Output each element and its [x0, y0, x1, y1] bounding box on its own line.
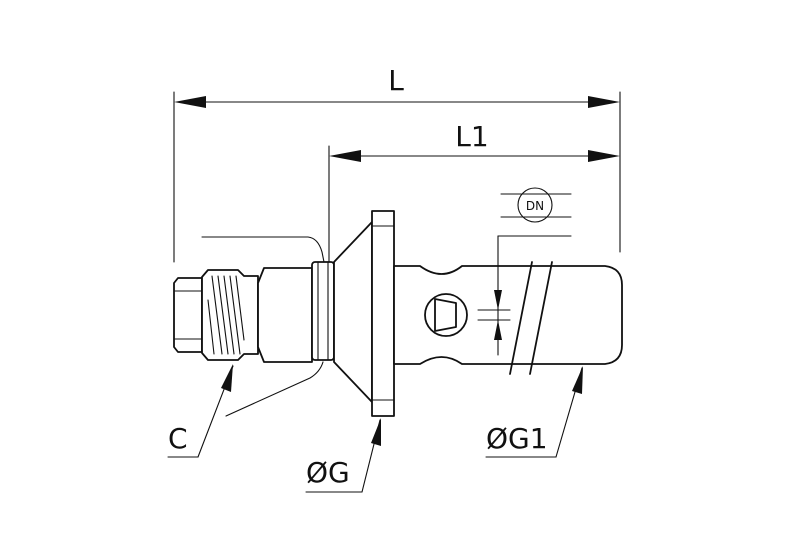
arrowhead-left-icon: [174, 96, 206, 108]
dn-arrow-up-icon: [494, 320, 502, 340]
leader-g: ØG: [305, 418, 381, 493]
nipple-section: [173, 261, 335, 363]
tube-body: [393, 265, 623, 365]
label-l1: L1: [455, 120, 488, 153]
hidden-contour-bottom: [225, 361, 324, 417]
dimension-l1: L1: [328, 120, 620, 263]
arrowhead-l1-right-icon: [588, 150, 620, 162]
leader-c: C: [167, 364, 234, 458]
label-g: ØG: [306, 456, 350, 489]
label-c: C: [168, 422, 188, 455]
thread-lines: [207, 275, 245, 355]
leader-g-arrow-icon: [371, 418, 381, 446]
thread-body: [201, 269, 259, 361]
break-line-b: [529, 261, 553, 375]
hole-square-icon: [434, 298, 457, 332]
break-spacer: [531, 258, 532, 259]
flange-cone: [333, 221, 373, 403]
leader-g1: ØG1: [485, 366, 583, 458]
break-line-a: [509, 261, 533, 375]
flange: [333, 210, 395, 417]
label-dn: DN: [526, 199, 544, 213]
leader-c-arrow-icon: [221, 364, 233, 392]
label-g1: ØG1: [486, 422, 548, 455]
nipple-nose: [173, 277, 203, 353]
collar: [311, 261, 335, 361]
tube-section: [393, 258, 623, 375]
dn-arrow-down-icon: [494, 290, 502, 310]
hidden-contour-top: [201, 236, 325, 263]
leader-g1-arrow-icon: [572, 366, 583, 394]
dimension-l: L: [173, 64, 621, 263]
flange-disc: [371, 210, 395, 417]
arrowhead-right-icon: [588, 96, 620, 108]
shank: [257, 267, 313, 363]
dn-circle-icon: [517, 187, 553, 223]
label-l: L: [388, 64, 404, 97]
dn-callout: DN: [477, 187, 572, 356]
arrowhead-l1-left-icon: [329, 150, 361, 162]
